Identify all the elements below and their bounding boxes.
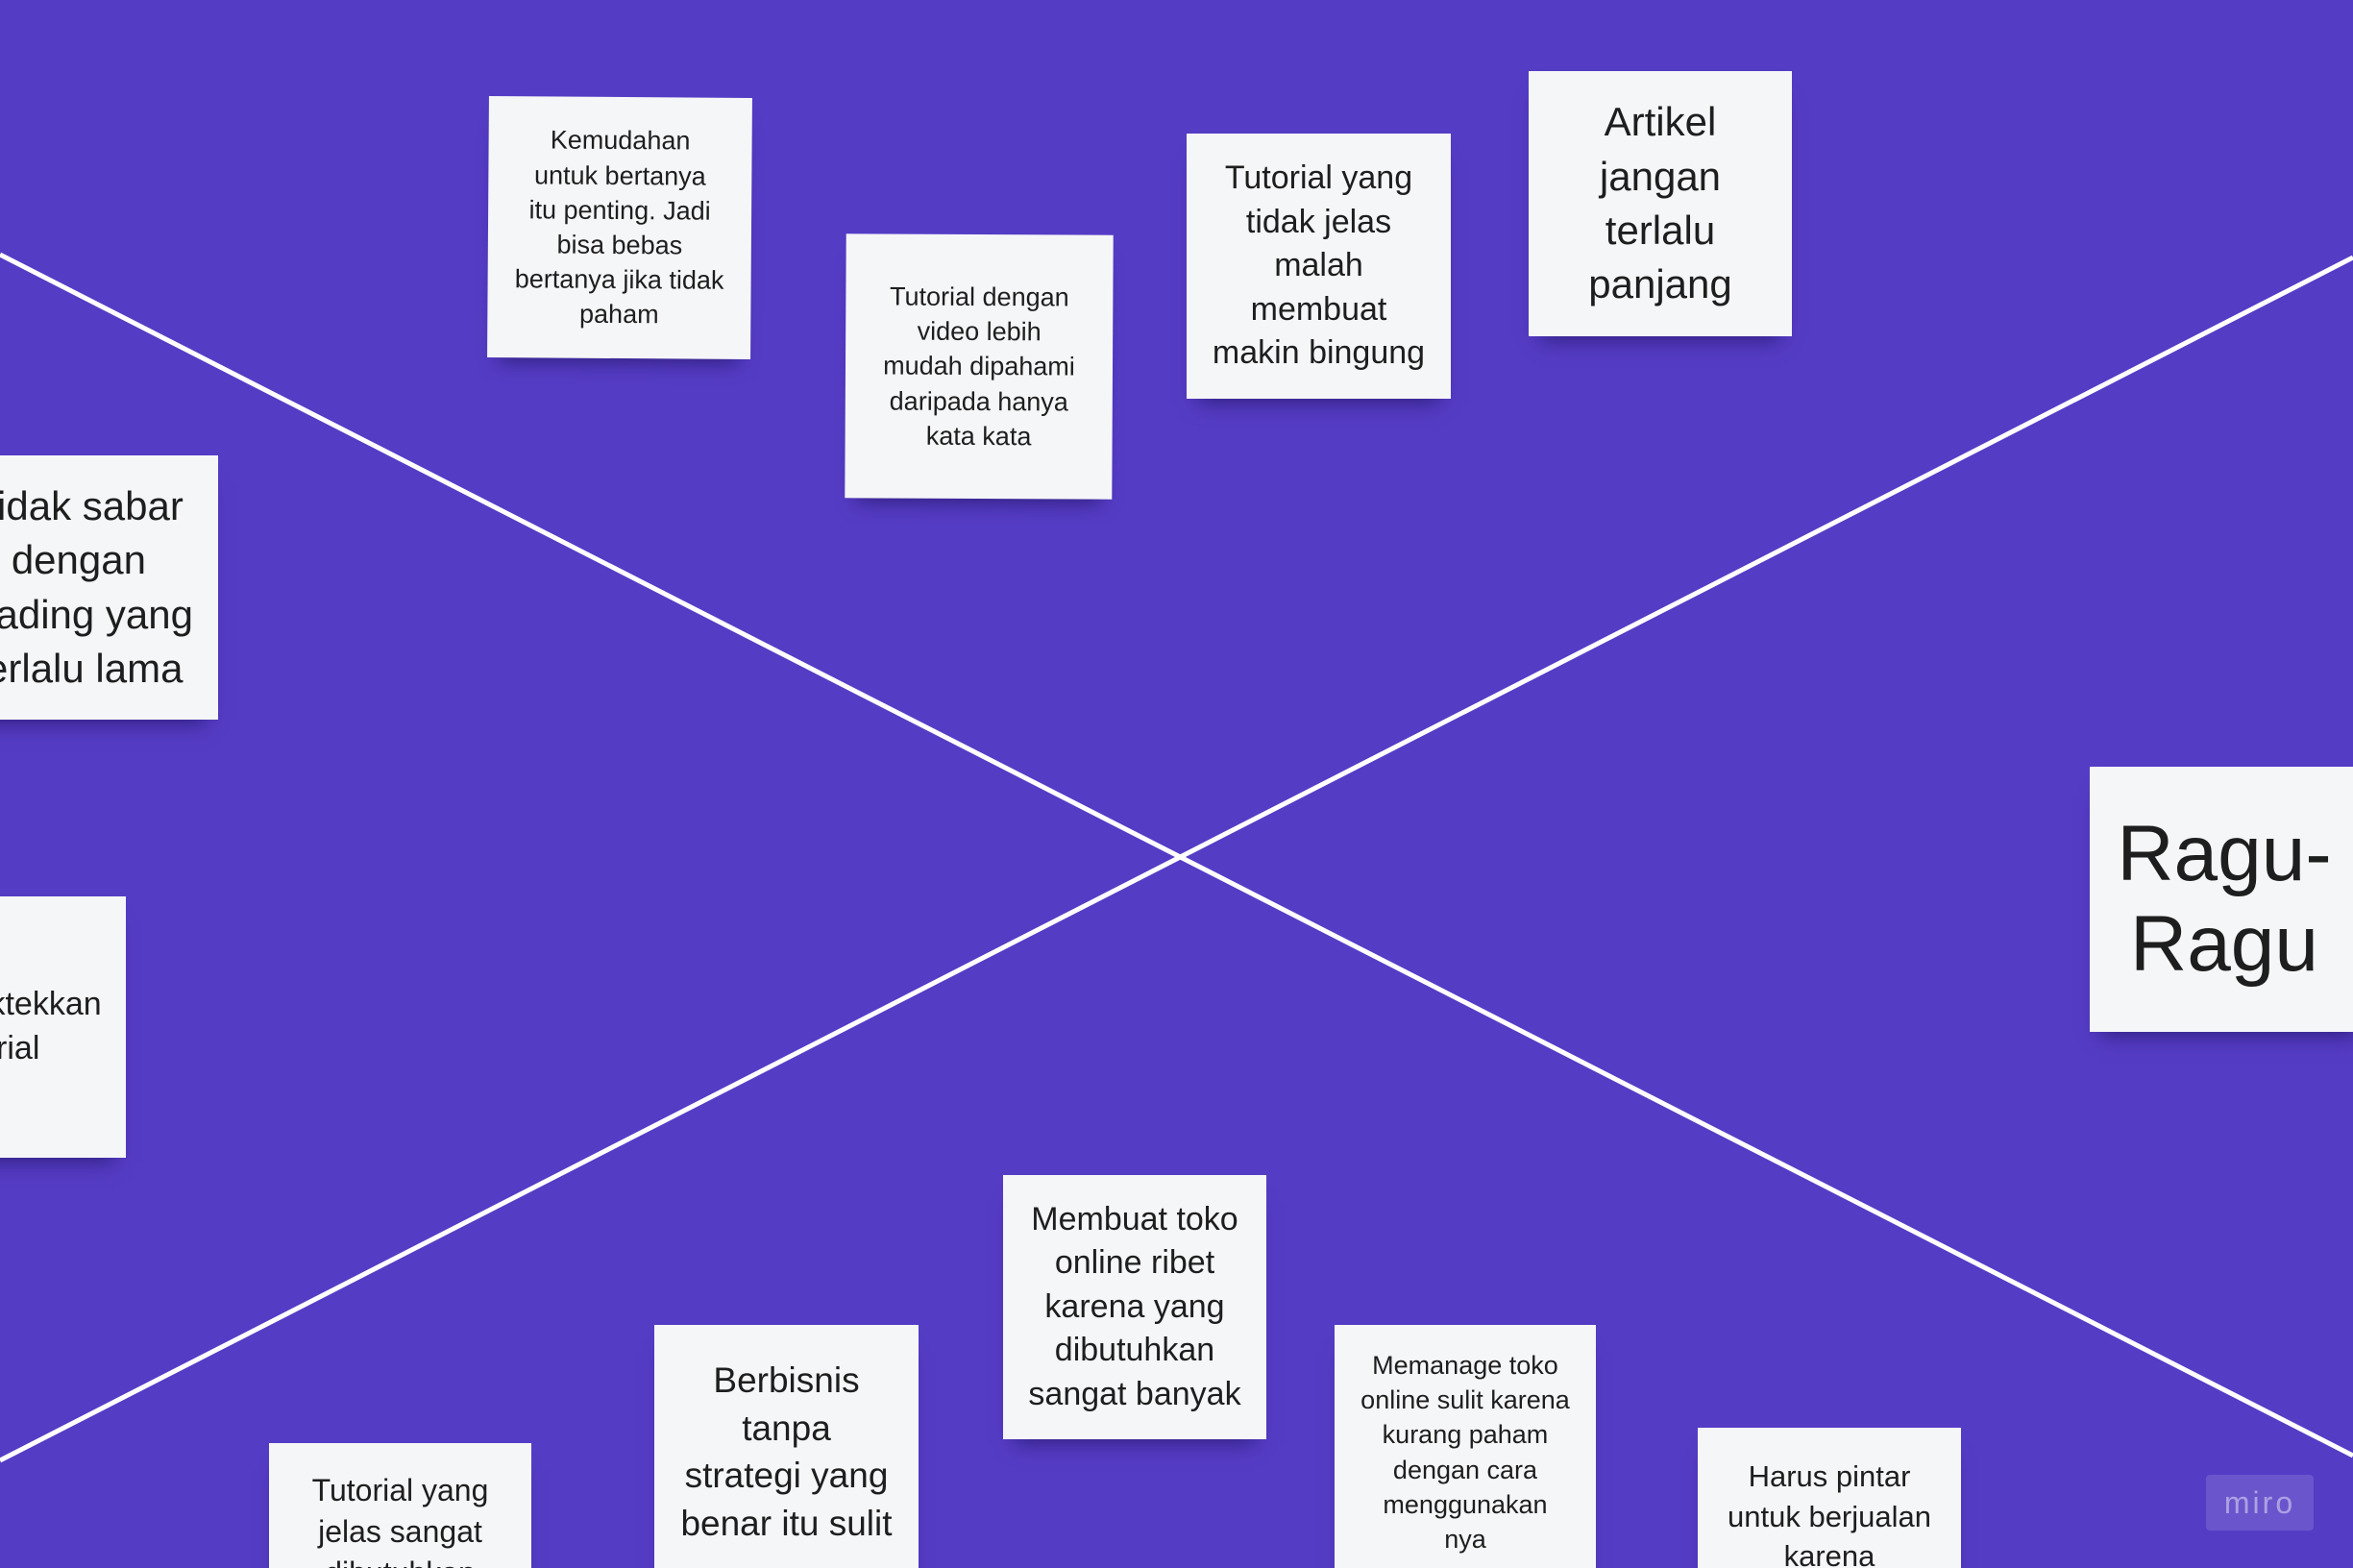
sticky-note-tutorial-tidak-jelas[interactable]: Tutorial yang tidak jelas malah membuat … — [1187, 134, 1451, 399]
sticky-note-memanage[interactable]: Memanage toko online sulit karena kurang… — [1335, 1325, 1596, 1568]
miro-logo-text: miro — [2223, 1484, 2296, 1520]
sticky-note-artikel[interactable]: Artikel jangan terlalu panjang — [1529, 71, 1792, 336]
sticky-note-text: Tutorial yang tidak jelas malah membuat … — [1212, 159, 1426, 372]
diagonal-line-down — [0, 252, 2353, 1458]
sticky-note-text: Berbisnis tanpa strategi yang benar itu … — [680, 1360, 893, 1543]
sticky-note-harus-pintar[interactable]: Harus pintar untuk berjualan karena — [1698, 1428, 1961, 1568]
sticky-note-text: praktekkan tutorial — [0, 986, 102, 1066]
sticky-note-text: Kemudahan untuk bertanya itu penting. Ja… — [514, 125, 724, 330]
sticky-note-text: Tidak sabar dengan loading yang terlalu … — [0, 482, 193, 691]
sticky-note-text: Harus pintar untuk berjualan karena — [1728, 1459, 1931, 1568]
sticky-note-tidak-sabar[interactable]: Tidak sabar dengan loading yang terlalu … — [0, 455, 218, 720]
sticky-note-ragu-ragu[interactable]: Ragu- Ragu — [2090, 767, 2353, 1032]
sticky-note-membuat-toko[interactable]: Membuat toko online ribet karena yang di… — [1003, 1175, 1266, 1439]
sticky-note-text: Tutorial dengan video lebih mudah dipaha… — [883, 282, 1075, 452]
sticky-note-praktekkan[interactable]: praktekkan tutorial — [0, 896, 126, 1158]
sticky-note-text: Artikel jangan terlalu panjang — [1588, 99, 1732, 307]
sticky-note-text: Membuat toko online ribet karena yang di… — [1028, 1200, 1241, 1412]
sticky-note-berbisnis[interactable]: Berbisnis tanpa strategi yang benar itu … — [654, 1325, 919, 1568]
sticky-note-tutorial-jelas[interactable]: Tutorial yang jelas sangat dibutuhkan — [269, 1443, 531, 1568]
sticky-note-kemudahan[interactable]: Kemudahan untuk bertanya itu penting. Ja… — [487, 96, 752, 359]
sticky-note-text: Tutorial yang jelas sangat dibutuhkan — [311, 1473, 489, 1568]
miro-logo: miro — [2206, 1475, 2314, 1531]
sticky-note-text: Ragu- Ragu — [2117, 809, 2332, 988]
sticky-note-tutorial-video[interactable]: Tutorial dengan video lebih mudah dipaha… — [845, 233, 1114, 500]
diagonal-line-up — [0, 255, 2353, 1463]
sticky-note-text: Memanage toko online sulit karena kurang… — [1360, 1351, 1570, 1554]
